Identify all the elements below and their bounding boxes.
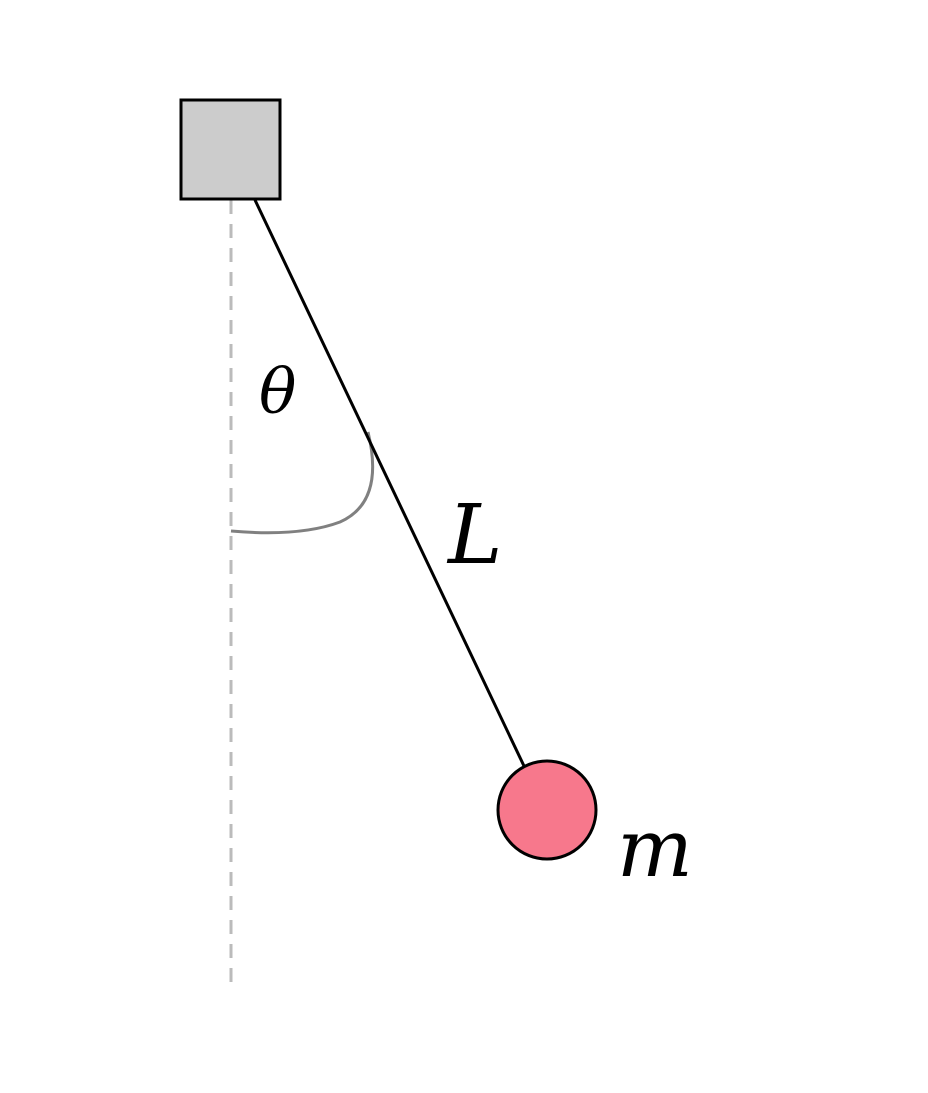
angle-arc xyxy=(230,431,375,535)
length-label: L xyxy=(446,488,502,583)
pendulum-rod xyxy=(253,199,526,767)
mass-label: m xyxy=(617,802,693,895)
angle-label: θ xyxy=(259,355,296,428)
pendulum-bob xyxy=(496,759,598,861)
pivot-block xyxy=(179,98,282,201)
